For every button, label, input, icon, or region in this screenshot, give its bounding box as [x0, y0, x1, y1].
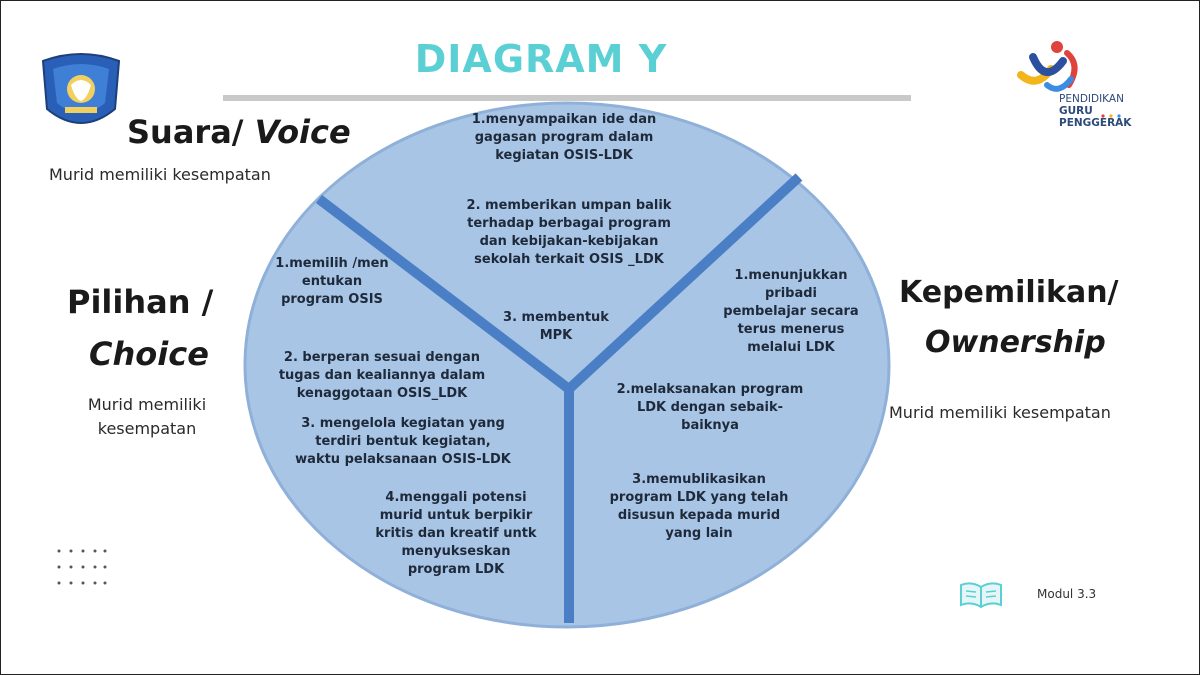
divider-left — [315, 195, 573, 393]
ownership-heading-line2: Ownership — [925, 325, 1106, 360]
voice-item-3: 3. membentuk MPK — [503, 310, 609, 343]
diagram-title: DIAGRAM Y — [414, 37, 668, 81]
logo-right-line3: PENGGERAK — [1059, 117, 1132, 129]
ownership-item-1: 1.menunjukkan pribadi pembelajar secara … — [723, 268, 859, 355]
logo-right-caption: PENDIDIKAN GURU PENGGERAK — [1059, 93, 1131, 129]
kemendikbud-logo — [41, 53, 121, 124]
pendidikan-guru-penggerak-logo — [1017, 41, 1121, 118]
ownership-heading-line1: Kepemilikan/ — [899, 275, 1119, 310]
choice-item-4: 4.menggali potensi murid untuk berpikir … — [375, 490, 537, 577]
logo-right-line2: GURU — [1059, 105, 1093, 117]
modul-label: Modul 3.3 — [1037, 587, 1097, 601]
choice-heading-line1: Pilihan / — [67, 283, 214, 321]
choice-heading-line2: Choice — [89, 335, 209, 373]
voice-item-1: 1.menyampaikan ide dan gagasan program d… — [471, 112, 657, 163]
divider-right — [565, 173, 803, 393]
logo-right-line1: PENDIDIKAN — [1059, 93, 1124, 105]
ownership-subtitle: Murid memiliki kesempatan — [889, 403, 1111, 422]
title-divider — [223, 95, 911, 101]
choice-item-1: 1.memilih /men entukan program OSIS — [275, 256, 389, 307]
voice-heading: Suara/ Voice — [127, 113, 351, 151]
choice-item-3: 3. mengelola kegiatan yang terdiri bentu… — [295, 416, 511, 467]
ownership-item-3: 3.memublikasikan program LDK yang telah … — [609, 472, 789, 541]
open-book-icon — [960, 582, 1002, 609]
voice-heading-italic: Voice — [254, 113, 351, 151]
diagram-ellipse — [243, 101, 891, 629]
choice-item-2: 2. berperan sesuai dengan tugas dan keal… — [278, 350, 486, 401]
ownership-item-2: 2.melaksanakan program LDK dengan sebaik… — [616, 382, 804, 433]
voice-heading-main: Suara/ — [127, 113, 255, 151]
decorative-dots-icon — [57, 549, 107, 585]
voice-subtitle: Murid memiliki kesempatan — [49, 165, 271, 184]
voice-item-2: 2. memberikan umpan balik terhadap berba… — [466, 198, 672, 267]
choice-subtitle: Murid memiliki kesempatan — [87, 395, 207, 438]
